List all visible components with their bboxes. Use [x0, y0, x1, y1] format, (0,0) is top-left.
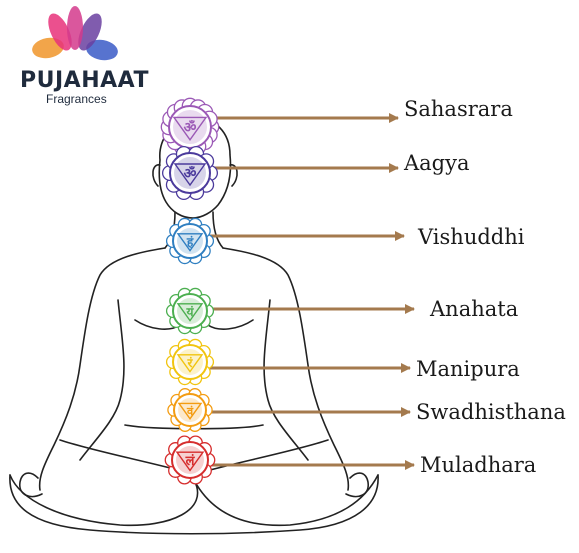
- chakra-muladhara: लं Muladhara: [164, 435, 536, 485]
- leg-inner-left: [59, 439, 179, 471]
- chakra-label: Sahasrara: [404, 97, 513, 121]
- chakra-list: ॐ Sahasrara ॐ Aagya हं Vishuddhi यं Anahata रं Ma…: [160, 97, 566, 485]
- torso-outline-right: [222, 247, 350, 491]
- chakra-anahata: यं Anahata: [165, 287, 518, 335]
- logo-petal: [78, 13, 102, 51]
- chakra-label: Anahata: [429, 297, 518, 321]
- chakra-symbol: यं: [186, 305, 195, 319]
- arm-left: [79, 299, 125, 461]
- chakra-label: Swadhisthana: [416, 400, 566, 424]
- throat-chakra-icon: हं: [165, 217, 215, 265]
- logo-petal: [86, 39, 118, 61]
- ear-right: [229, 164, 238, 187]
- heart-chakra-icon: यं: [165, 287, 215, 335]
- brand-tagline: Fragrances: [46, 92, 107, 106]
- brand-name: PUJAHAAT: [20, 68, 149, 93]
- chakra-aagya: ॐ Aagya: [161, 145, 470, 201]
- chakra-symbol: लं: [185, 453, 196, 469]
- chakra-label: Aagya: [403, 151, 470, 175]
- chakra-sahasrara: ॐ Sahasrara: [160, 97, 513, 157]
- legs-lower: [9, 474, 379, 535]
- logo-petal: [48, 13, 72, 51]
- hand-left: [19, 472, 43, 498]
- arm-right: [263, 299, 309, 461]
- hand-right: [345, 472, 369, 498]
- brand-logo: PUJAHAAT Fragrances: [20, 6, 149, 106]
- chakra-symbol: हं: [186, 235, 194, 249]
- chakra-label: Manipura: [416, 357, 520, 381]
- sacral-chakra-icon: वं: [167, 388, 213, 432]
- root-chakra-icon: लं: [164, 435, 216, 485]
- chakra-symbol: ॐ: [184, 119, 197, 136]
- torso-outline: [38, 247, 166, 491]
- chakra-swadhisthana: वं Swadhisthana: [167, 388, 566, 432]
- crown-chakra-icon: ॐ: [160, 97, 220, 157]
- chakra-vishuddhi: हं Vishuddhi: [165, 217, 525, 265]
- chakra-manipura: रं Manipura: [165, 338, 520, 386]
- third-eye-chakra-icon: ॐ: [161, 145, 219, 201]
- chakra-label: Vishuddhi: [417, 225, 525, 249]
- lotus-petals-icon: [32, 6, 118, 61]
- chakra-symbol: ॐ: [184, 165, 197, 182]
- chakra-label: Muladhara: [420, 453, 536, 477]
- solar-plexus-chakra-icon: रं: [165, 338, 215, 386]
- leg-inner-right: [209, 439, 329, 471]
- ear-left: [152, 164, 161, 187]
- logo-petal: [32, 37, 64, 59]
- chakra-symbol: रं: [187, 356, 194, 370]
- logo-petal: [67, 6, 83, 50]
- chakra-symbol: वं: [186, 405, 194, 418]
